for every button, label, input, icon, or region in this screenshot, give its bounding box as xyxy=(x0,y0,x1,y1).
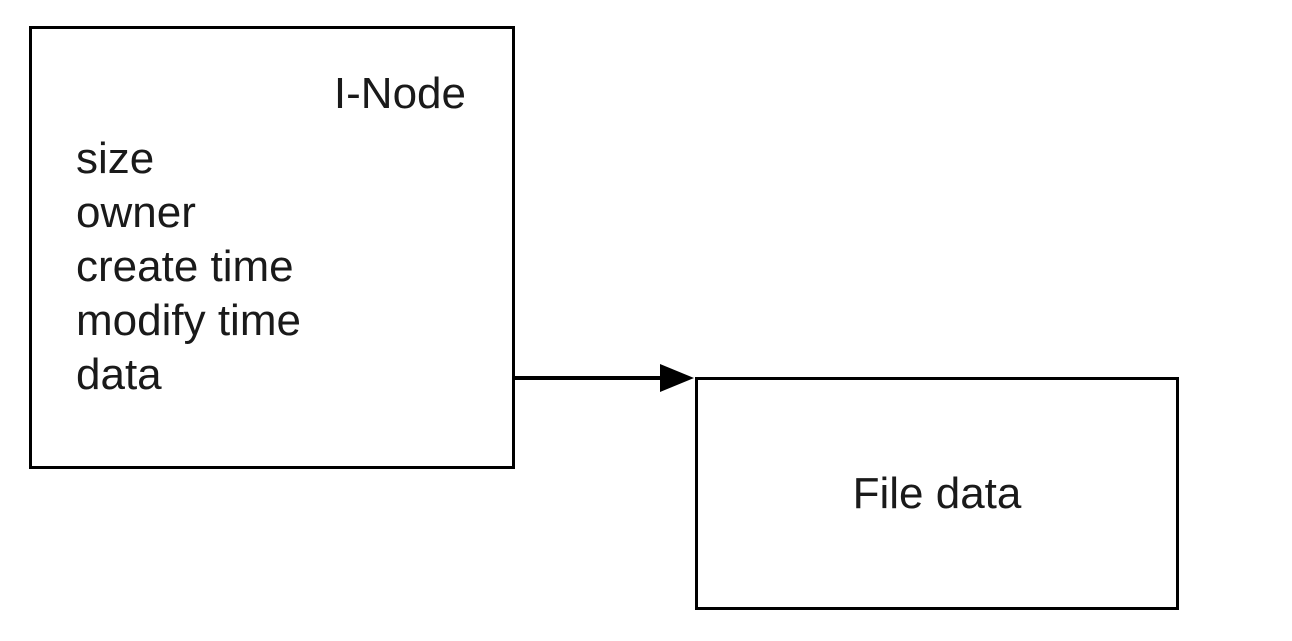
inode-field-list: size owner create time modify time data xyxy=(76,132,301,402)
inode-field-create-time: create time xyxy=(76,242,294,291)
inode-field-modify-time: modify time xyxy=(76,296,301,345)
inode-field-owner: owner xyxy=(76,188,196,237)
file-data-box: File data xyxy=(695,377,1179,610)
inode-field-size: size xyxy=(76,134,155,183)
inode-box-title: I-Node xyxy=(333,69,466,118)
file-data-box-label: File data xyxy=(852,468,1022,518)
inode-box: I-Node size owner create time modify tim… xyxy=(29,26,515,469)
arrowhead-icon xyxy=(660,364,694,392)
inode-field-data: data xyxy=(76,350,162,399)
